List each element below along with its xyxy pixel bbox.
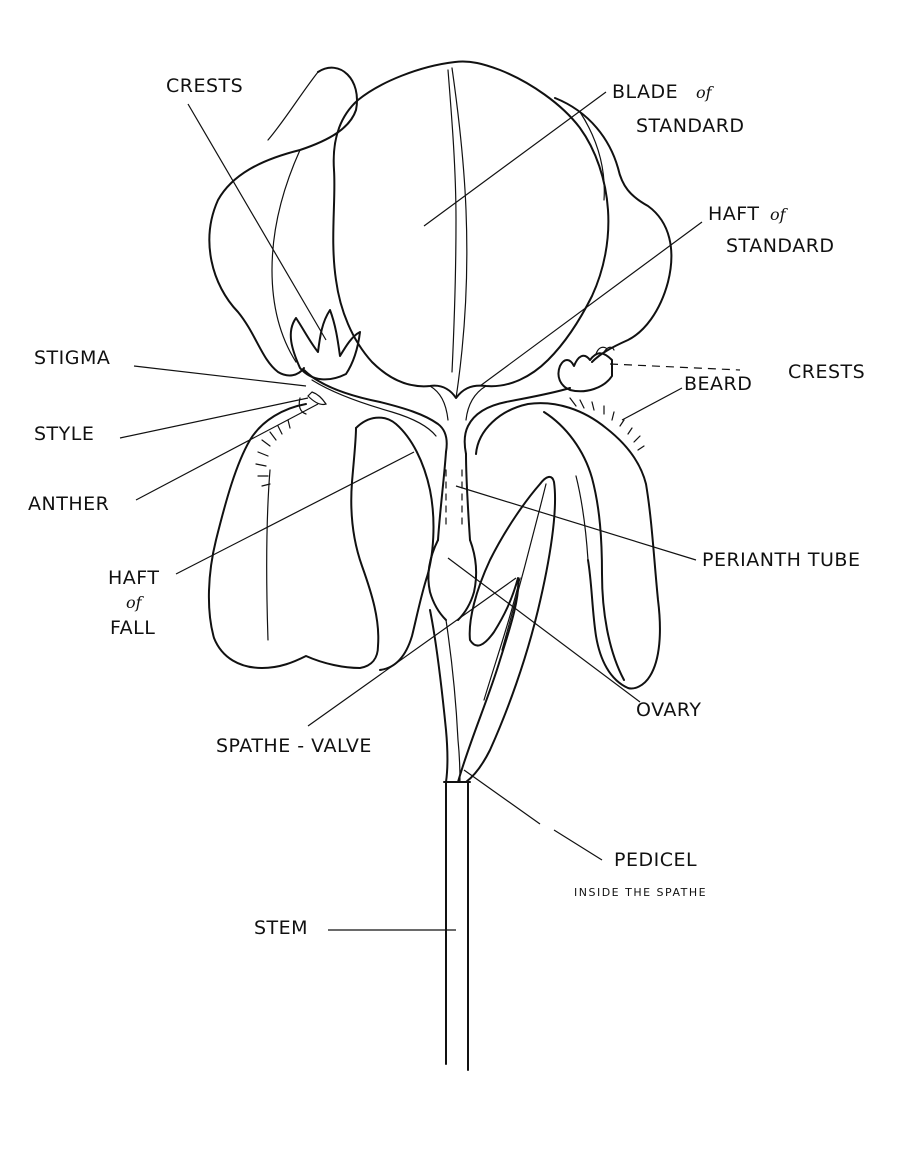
label-haft-std-standard: STANDARD bbox=[726, 235, 835, 257]
label-crests-left: CRESTS bbox=[166, 75, 243, 97]
label-stigma: STIGMA bbox=[34, 347, 110, 369]
label-blade-of: of bbox=[696, 83, 715, 102]
leader-beard bbox=[622, 388, 682, 420]
leader-anther bbox=[136, 404, 318, 500]
label-spathe-valve: SPATHE - VALVE bbox=[216, 735, 372, 757]
label-anther: ANTHER bbox=[28, 493, 109, 515]
leader-stigma bbox=[134, 366, 306, 386]
stigma-anther-left bbox=[299, 392, 326, 414]
leader-perianth bbox=[456, 486, 696, 560]
fall-right-inner bbox=[544, 412, 624, 680]
label-stem: STEM bbox=[254, 917, 308, 939]
back-standard-inner-left bbox=[268, 72, 318, 362]
crest-left bbox=[291, 310, 360, 379]
leader-lines bbox=[120, 92, 740, 930]
leader-haft-standard bbox=[480, 222, 702, 386]
fall-petal-center bbox=[356, 418, 433, 670]
leader-haft-fall bbox=[176, 452, 414, 574]
label-crests-right: CRESTS bbox=[788, 361, 865, 383]
style-arm-left bbox=[304, 370, 447, 452]
label-haft-of-fall: HAFT bbox=[108, 567, 160, 589]
beard-left bbox=[256, 420, 290, 486]
leader-pedicel-b bbox=[554, 830, 602, 860]
label-haft-fall-of: of bbox=[126, 593, 145, 612]
label-pedicel-note: INSIDE THE SPATHE bbox=[574, 886, 707, 899]
spathe-valve bbox=[458, 477, 555, 782]
back-standard-inner-right bbox=[580, 112, 604, 200]
style-arm-right bbox=[465, 388, 570, 454]
perianth-dashes bbox=[446, 470, 462, 530]
fall-left-vein bbox=[267, 470, 270, 640]
standard-midrib bbox=[452, 68, 467, 398]
label-ovary: OVARY bbox=[636, 699, 702, 721]
label-blade-of-standard: BLADE bbox=[612, 81, 678, 103]
ovary bbox=[428, 540, 476, 620]
label-haft-std-of: of bbox=[770, 205, 789, 224]
blade-of-standard-petal bbox=[333, 61, 608, 398]
label-blade-standard: STANDARD bbox=[636, 115, 745, 137]
perianth-tube bbox=[438, 452, 470, 540]
leader-style bbox=[120, 398, 308, 438]
spathe-left bbox=[430, 610, 448, 782]
standard-midrib-2 bbox=[448, 70, 456, 372]
label-style: STYLE bbox=[34, 423, 94, 445]
stem bbox=[446, 782, 468, 1070]
crest-right bbox=[558, 353, 612, 391]
style-arm-left-inner bbox=[312, 380, 436, 436]
label-haft-of-standard: HAFT bbox=[708, 203, 760, 225]
label-pedicel: PEDICEL bbox=[614, 849, 697, 871]
leader-crests-right bbox=[610, 364, 740, 370]
beard-right bbox=[570, 398, 644, 450]
label-beard: BEARD bbox=[684, 373, 752, 395]
label-perianth-tube: PERIANTH TUBE bbox=[702, 549, 860, 571]
leader-crests-left bbox=[188, 104, 326, 340]
label-haft-fall-fall: FALL bbox=[110, 617, 155, 639]
leader-pedicel-a bbox=[464, 770, 540, 824]
fall-right-vein bbox=[576, 476, 588, 560]
fall-petal-left bbox=[209, 404, 378, 668]
back-standard-petal-right bbox=[555, 98, 671, 362]
